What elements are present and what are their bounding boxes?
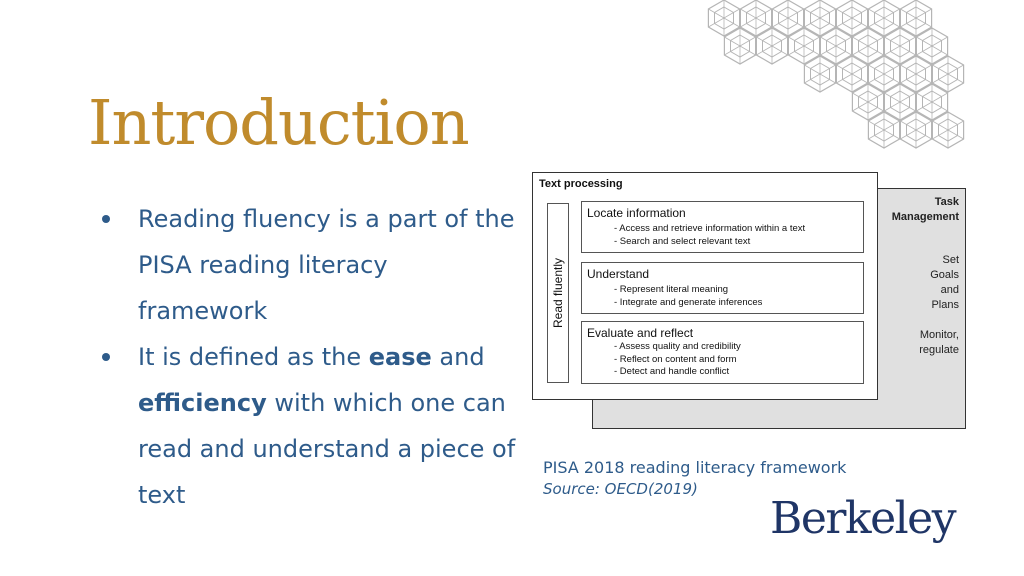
process-heading: Evaluate and reflect: [587, 326, 694, 340]
process-item: - Detect and handle conflict: [614, 366, 730, 377]
task-line: Plans: [931, 299, 959, 311]
task-line: Monitor,: [919, 329, 959, 341]
bullet-text: and: [431, 343, 485, 371]
bold-term: efficiency: [138, 389, 267, 417]
process-item: - Assess quality and credibility: [614, 341, 741, 352]
berkeley-logo: Berkeley: [770, 493, 957, 544]
process-heading: Locate information: [587, 206, 686, 220]
bullet-text: with which one can read and understand a…: [138, 389, 516, 509]
text-processing-title: Text processing: [539, 178, 623, 190]
read-fluently-box: Read fluently: [547, 203, 569, 383]
process-item: - Access and retrieve information within…: [614, 223, 806, 234]
process-heading: Understand: [587, 267, 650, 281]
process-box-evaluate: Evaluate and reflect - Assess quality an…: [581, 321, 864, 384]
task-title: Task Management: [892, 195, 959, 225]
bullet-item: It is defined as the ease and efficiency…: [100, 334, 520, 518]
task-set-goals: Set Goals and Plans: [930, 253, 959, 313]
process-item: - Represent literal meaning: [614, 284, 729, 295]
task-title-line: Task: [934, 196, 959, 208]
process-box-locate: Locate information - Access and retrieve…: [581, 201, 864, 253]
task-line: regulate: [919, 344, 959, 356]
task-monitor: Monitor, regulate: [919, 328, 959, 358]
figure-source: Source: OECD(2019): [543, 480, 698, 498]
task-line: Goals: [930, 269, 959, 281]
figure-caption: PISA 2018 reading literacy framework: [543, 458, 847, 477]
process-box-understand: Understand - Represent literal meaning -…: [581, 262, 864, 314]
text-processing-panel: Text processing Read fluently Locate inf…: [532, 172, 878, 400]
bold-term: ease: [368, 343, 432, 371]
process-item: - Reflect on content and form: [614, 353, 737, 365]
page-title: Introduction: [88, 86, 470, 159]
bullet-text: It is defined as the: [138, 343, 369, 371]
read-fluently-label: Read fluently: [551, 257, 565, 329]
process-item: - Search and select relevant text: [614, 235, 751, 247]
task-line: Set: [942, 254, 959, 266]
bullet-item: Reading fluency is a part of the PISA re…: [100, 196, 520, 334]
task-title-line: Management: [891, 211, 959, 223]
task-line: and: [940, 284, 959, 296]
bullet-list: Reading fluency is a part of the PISA re…: [100, 196, 520, 518]
process-item: - Integrate and generate inferences: [614, 296, 763, 308]
decorative-pattern: [707, 0, 965, 149]
bullet-text: Reading fluency is a part of the PISA re…: [138, 205, 515, 325]
